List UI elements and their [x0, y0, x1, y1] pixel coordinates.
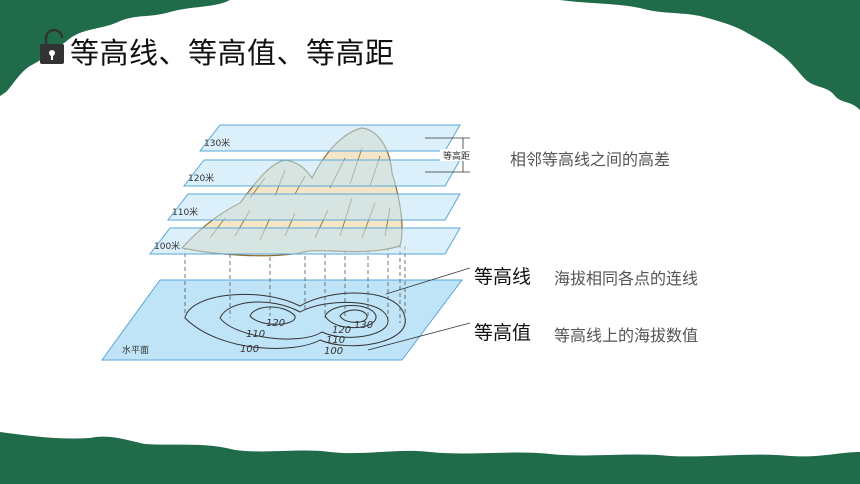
contour-value-label: 110	[246, 329, 265, 340]
elevation-planes	[148, 124, 461, 255]
leader-line-value	[367, 322, 470, 351]
contour-term: 等高线	[474, 266, 532, 288]
plane-label-120: 120米	[188, 172, 214, 184]
plane-120	[182, 159, 461, 187]
contour-description: 海拔相同各点的连线	[554, 269, 699, 288]
contour-value-label: 130	[354, 320, 373, 331]
base-contours	[184, 292, 406, 349]
contour-value-label: 100	[240, 344, 259, 355]
contour-130	[339, 309, 368, 323]
plane-130	[198, 124, 461, 152]
base-plane	[101, 279, 463, 361]
value-term: 等高值	[474, 322, 532, 344]
contour-value-label: 100	[324, 346, 343, 357]
contour-value-label: 110	[326, 335, 345, 346]
contour-110	[219, 301, 389, 340]
interval-description: 相邻等高线之间的高差	[510, 150, 671, 169]
interval-tag: 等高距	[443, 150, 470, 162]
contour-value-label: 120	[332, 325, 351, 336]
plane-label-100: 100米	[154, 240, 180, 252]
contour-120-right	[324, 305, 377, 329]
plane-110	[166, 193, 461, 221]
leader-line-contour	[385, 267, 470, 295]
interval-tag-bg	[440, 149, 470, 161]
plane-label-130: 130米	[204, 137, 230, 149]
frame-top-left	[0, 0, 230, 96]
plane-100	[148, 227, 461, 255]
lock-icon	[40, 29, 64, 64]
frame-top-right	[560, 0, 860, 110]
contour-120-left	[249, 306, 296, 325]
contour-diagram: 130米 120米 110米 100米 等高距 水平面 120 110 100 …	[101, 124, 470, 361]
plane-label-110: 110米	[172, 206, 198, 218]
frame-bottom	[0, 432, 860, 484]
base-plane-label: 水平面	[122, 344, 149, 356]
value-description: 等高线上的海拔数值	[554, 326, 699, 345]
contour-value-label: 120	[266, 318, 285, 329]
page-title: 等高线、等高值、等高距	[70, 36, 395, 70]
